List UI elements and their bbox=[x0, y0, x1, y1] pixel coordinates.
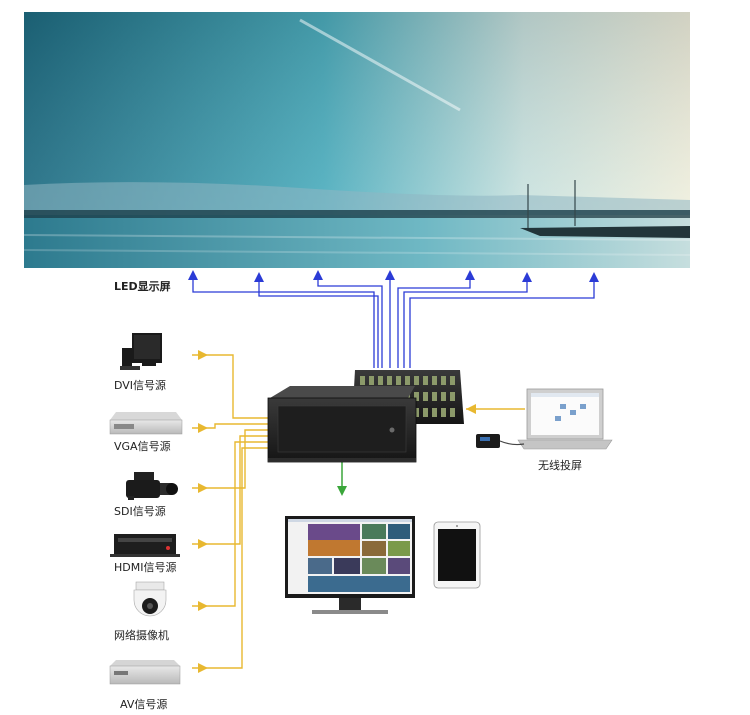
led-output-arrows bbox=[188, 270, 599, 282]
desktop-computer-icon bbox=[120, 333, 162, 370]
source-label-vga: VGA信号源 bbox=[114, 440, 171, 453]
tablet-icon bbox=[433, 521, 481, 589]
wireless-dongle-icon bbox=[476, 434, 525, 448]
led-display-panorama bbox=[23, 12, 691, 268]
av-box-icon bbox=[109, 660, 181, 685]
monitor-output-arrow bbox=[337, 462, 347, 496]
vga-box-icon bbox=[109, 412, 183, 435]
input-signal-arrows bbox=[198, 350, 476, 673]
wireless-projection-label: 无线投屏 bbox=[538, 459, 582, 472]
led-display-label: LED显示屏 bbox=[114, 280, 171, 293]
source-label-av: AV信号源 bbox=[120, 698, 168, 711]
hdmi-box-icon bbox=[110, 534, 180, 557]
matrix-switcher-icon bbox=[267, 386, 417, 463]
video-camera-icon bbox=[126, 472, 178, 500]
input-signal-lines bbox=[192, 354, 525, 669]
laptop-icon bbox=[517, 388, 613, 450]
source-label-ipcam: 网络摄像机 bbox=[114, 629, 169, 642]
source-label-hdmi: HDMI信号源 bbox=[114, 561, 177, 574]
source-label-dvi: DVI信号源 bbox=[114, 379, 167, 392]
dome-camera-icon bbox=[133, 581, 167, 617]
monitor-icon bbox=[285, 516, 415, 614]
source-label-sdi: SDI信号源 bbox=[114, 505, 166, 518]
led-output-lines bbox=[192, 278, 595, 368]
